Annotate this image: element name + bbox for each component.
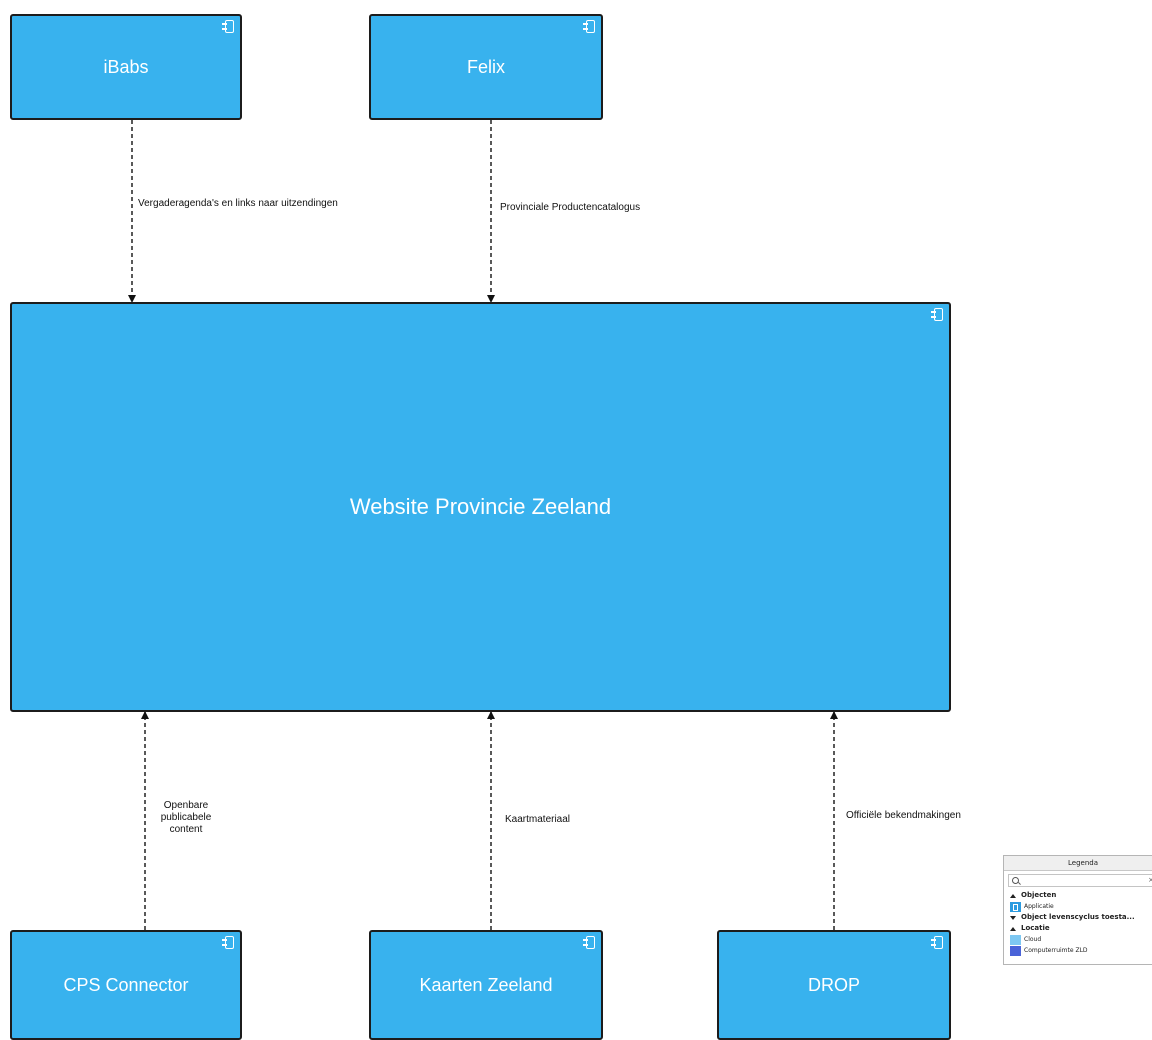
legend-item-computerruimte[interactable]: Computerruimte ZLD — [1004, 945, 1152, 956]
legend-item-applicatie[interactable]: Applicatie — [1004, 901, 1152, 912]
node-ibabs-label: iBabs — [103, 56, 149, 77]
node-kaarten-label: Kaarten Zeeland — [419, 974, 553, 995]
node-kaarten-zeeland[interactable]: Kaarten Zeeland — [369, 930, 603, 1040]
node-felix[interactable]: Felix — [369, 14, 603, 120]
component-icon — [222, 20, 234, 33]
legend-title: Legenda — [1067, 859, 1098, 867]
component-icon — [583, 20, 595, 33]
node-website-label: Website Provincie Zeeland — [349, 494, 612, 519]
flow-label-cps-line-1: Openbare — [163, 800, 209, 811]
collapse-icon — [1010, 893, 1016, 898]
node-website-provincie-zeeland[interactable]: Website Provincie Zeeland — [10, 302, 951, 712]
legend-group-objecten[interactable]: Objecten — [1004, 890, 1152, 901]
flow-label-cps-line-2: publicabele — [160, 812, 212, 823]
flow-label-ibabs-website: Vergaderagenda's en links naar uitzendin… — [138, 198, 338, 210]
component-icon — [1010, 901, 1021, 912]
flow-label-felix-website: Provinciale Productencatalogus — [500, 202, 641, 214]
legend-item-label: Cloud — [1024, 936, 1042, 943]
legend-search-input[interactable]: × — [1008, 874, 1152, 887]
legend-group-label: Object levenscyclus toesta... — [1021, 913, 1135, 921]
flow-label-drop-website: Officiële bekendmakingen — [846, 810, 961, 822]
collapse-icon — [1010, 926, 1016, 931]
component-icon — [583, 936, 595, 949]
component-icon — [931, 936, 943, 949]
search-icon — [1012, 877, 1019, 884]
component-icon — [222, 936, 234, 949]
legend-group-levenscyclus[interactable]: Object levenscyclus toesta... — [1004, 912, 1152, 923]
legend-group-label: Locatie — [1021, 924, 1050, 932]
node-cps-connector[interactable]: CPS Connector — [10, 930, 242, 1040]
legend-panel: Legenda ▾ × Objecten Applicatie Object l… — [1003, 855, 1152, 965]
legend-item-cloud[interactable]: Cloud — [1004, 934, 1152, 945]
node-felix-label: Felix — [466, 56, 505, 77]
legend-group-label: Objecten — [1021, 891, 1057, 899]
node-drop-label: DROP — [807, 974, 860, 995]
flow-label-cps-website: Openbare publicabele content — [150, 800, 222, 836]
flow-label-cps-line-3: content — [169, 824, 203, 835]
legend-item-label: Applicatie — [1024, 903, 1054, 910]
legend-item-label: Computerruimte ZLD — [1024, 947, 1088, 954]
node-drop[interactable]: DROP — [717, 930, 951, 1040]
flow-label-kaarten-website: Kaartmateriaal — [505, 814, 571, 826]
node-ibabs[interactable]: iBabs — [10, 14, 242, 120]
color-swatch — [1010, 934, 1021, 945]
color-swatch — [1010, 945, 1021, 956]
node-cps-label: CPS Connector — [63, 974, 189, 995]
legend-header: Legenda ▾ — [1004, 856, 1152, 871]
close-icon[interactable]: × — [1148, 876, 1152, 884]
expand-icon — [1010, 915, 1016, 920]
legend-group-locatie[interactable]: Locatie — [1004, 923, 1152, 934]
component-icon — [931, 308, 943, 321]
